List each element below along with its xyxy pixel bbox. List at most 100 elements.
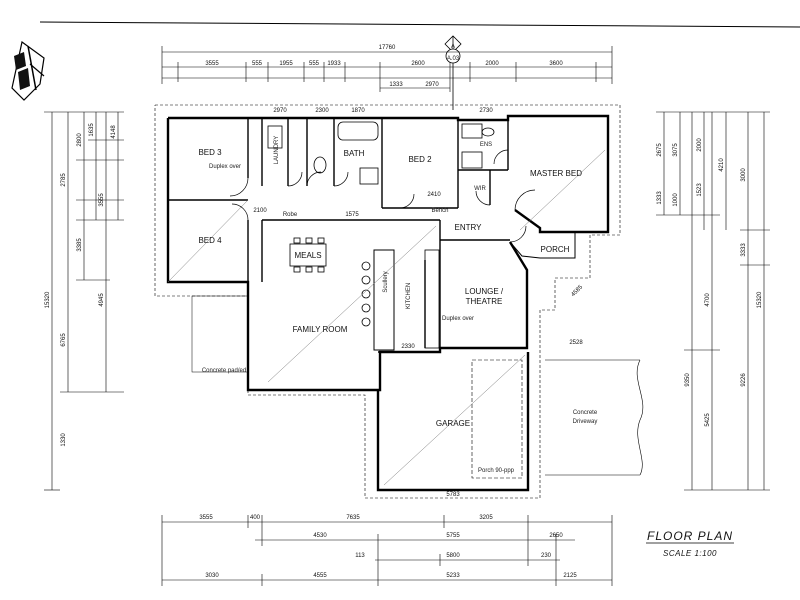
right-dim-13: 9226 xyxy=(741,373,747,387)
room-dim-1: 2970 xyxy=(273,108,287,114)
section-marker-label: A xyxy=(451,44,455,50)
garage-car-space xyxy=(471,359,523,479)
left-dimensions xyxy=(44,111,124,491)
left-dim-9: 1330 xyxy=(61,433,67,447)
door-swings xyxy=(229,149,536,243)
kitchen-island xyxy=(373,249,395,351)
bottom-dim-10: 230 xyxy=(541,553,552,559)
right-dimensions xyxy=(656,111,770,491)
bottom-dim-3: 7635 xyxy=(346,515,360,521)
room-bed3-note: Duplex over xyxy=(209,164,241,170)
room-dim-2: 2300 xyxy=(315,108,329,114)
room-dim-3: 1870 xyxy=(351,108,365,114)
porch-dim: 2528 xyxy=(569,340,583,346)
room-dim-8: 2330 xyxy=(401,344,415,350)
room-kitchen: KITCHEN xyxy=(406,283,412,309)
right-dim-1: 2675 xyxy=(657,143,663,157)
right-dim-9: 4700 xyxy=(705,293,711,307)
bottom-dim-1: 3555 xyxy=(199,515,213,521)
top-dim-5: 1933 xyxy=(327,61,341,67)
right-dim-6: 1000 xyxy=(673,193,679,207)
bottom-dim-12: 4555 xyxy=(313,573,327,579)
room-entry: ENTRY xyxy=(455,223,483,232)
porch-note: Porch 90-ppp xyxy=(478,468,515,474)
room-meals: MEALS xyxy=(294,251,321,260)
top-total-dim: 17760 xyxy=(379,45,396,51)
left-dim-4: 4148 xyxy=(111,125,117,139)
bottom-dim-7: 2650 xyxy=(549,533,563,539)
right-dim-5: 1333 xyxy=(657,191,663,205)
top-dimensions xyxy=(161,46,613,92)
room-family: FAMILY ROOM xyxy=(293,325,348,334)
right-dim-4: 4210 xyxy=(719,158,725,172)
room-bed3: BED 3 xyxy=(198,148,222,157)
section-marker: A A.03 xyxy=(444,35,462,110)
drawing-title: FLOOR PLAN xyxy=(647,529,733,543)
section-marker-sub: A.03 xyxy=(447,56,460,62)
top-dim-7: 2000 xyxy=(485,61,499,67)
driveway-label-1: Concrete xyxy=(573,410,598,416)
left-dim-6: 4945 xyxy=(99,293,105,307)
top-dim-2: 555 xyxy=(252,61,263,67)
robe-label: Robe xyxy=(283,212,298,218)
left-dim-7: 3555 xyxy=(99,193,105,207)
left-total-dim: 15320 xyxy=(45,291,51,308)
top-dim-3: 1955 xyxy=(279,61,293,67)
room-bath: BATH xyxy=(344,149,365,158)
left-dim-1: 2785 xyxy=(61,173,67,187)
bottom-dim-2: 400 xyxy=(250,515,261,521)
left-dim-8: 6765 xyxy=(61,333,67,347)
right-dim-12: 5425 xyxy=(705,413,711,427)
porch-diag-dim: 4585 xyxy=(570,284,584,298)
room-porch: PORCH xyxy=(541,245,570,254)
top-dim-10: 2970 xyxy=(425,82,439,88)
dining-note: Duplex over xyxy=(442,316,474,322)
meals-table xyxy=(289,237,327,273)
room-dim-4: 2730 xyxy=(479,108,493,114)
bottom-dim-6: 5755 xyxy=(446,533,460,539)
room-dim-5: 2100 xyxy=(253,208,267,214)
top-dim-1: 3555 xyxy=(205,61,219,67)
driveway xyxy=(545,359,644,476)
top-dim-4: 555 xyxy=(309,61,320,67)
bottom-dimensions xyxy=(161,515,613,586)
bottom-dim-13: 5233 xyxy=(446,573,460,579)
bottom-dim-5: 4530 xyxy=(313,533,327,539)
concrete-pad-label: Concrete pad/ed xyxy=(202,368,246,374)
eaves-outline xyxy=(154,104,621,499)
top-dim-6: 2600 xyxy=(411,61,425,67)
right-dim-10: 3333 xyxy=(741,243,747,257)
room-bed2: BED 2 xyxy=(408,155,432,164)
right-dim-11: 9350 xyxy=(685,373,691,387)
garage-width-dim: 5783 xyxy=(446,492,460,498)
right-total-dim: 15320 xyxy=(757,291,763,308)
north-arrow-icon xyxy=(11,40,45,101)
bench-label: Bench xyxy=(431,208,448,214)
room-ens: ENS xyxy=(480,142,492,148)
bottom-dim-14: 2125 xyxy=(563,573,577,579)
bottom-dim-8: 113 xyxy=(355,553,365,559)
room-laundry: LAUNDRY xyxy=(274,136,280,165)
bottom-dim-11: 3030 xyxy=(205,573,219,579)
drawing-scale: SCALE 1:100 xyxy=(663,549,717,558)
top-dim-8: 3600 xyxy=(549,61,563,67)
bottom-dim-9: 5800 xyxy=(446,553,460,559)
concrete-pad xyxy=(191,295,249,373)
sheet-border-line xyxy=(39,21,800,28)
left-dim-5: 3385 xyxy=(77,238,83,252)
right-dim-2: 3075 xyxy=(673,143,679,157)
room-scullery: Scullery xyxy=(383,271,389,292)
room-bed4: BED 4 xyxy=(198,236,222,245)
room-garage: GARAGE xyxy=(436,419,470,428)
bottom-dim-4: 3205 xyxy=(479,515,493,521)
room-dim-6: 1575 xyxy=(345,212,359,218)
room-dim-7: 2410 xyxy=(427,192,441,198)
porch-outline xyxy=(509,232,576,259)
room-lounge-line2: THEATRE xyxy=(466,297,503,306)
left-dim-3: 1635 xyxy=(89,123,95,137)
left-dim-2: 2800 xyxy=(77,133,83,147)
kitchen-bench xyxy=(424,249,440,349)
right-dim-8: 3000 xyxy=(741,168,747,182)
right-dim-3: 2000 xyxy=(697,138,703,152)
